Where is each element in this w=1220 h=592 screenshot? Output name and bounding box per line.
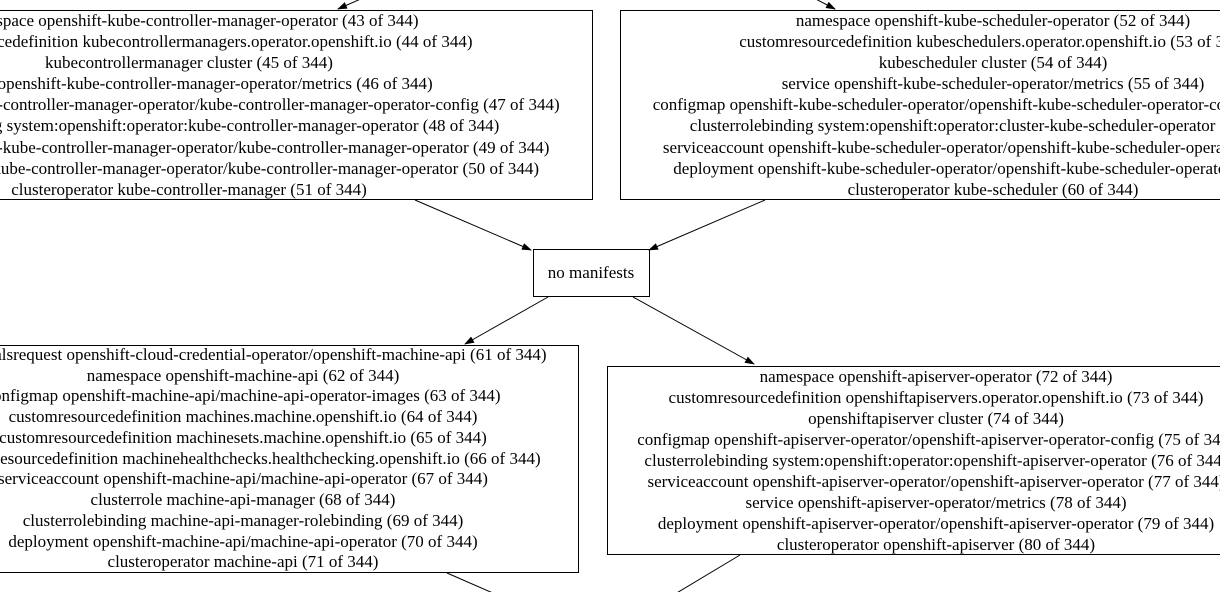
manifest-line: configmap openshift-apiserver-operator/o… [637,430,1220,449]
edge-machine-api-to-offscreen [446,572,492,592]
manifest-line: customresourcedefinition machinehealthch… [0,448,541,468]
node-kube-controller-manager-operator-box [0,10,593,200]
manifest-line: customresourcedefinition kubecontrollerm… [0,32,473,52]
edge-kube-scheduler-to-no-manifests [648,199,766,251]
manifest-line: clusterrole machine-api-manager (68 of 3… [90,490,396,510]
manifest-line: openshiftapiserver cluster (74 of 344) [808,409,1064,428]
manifest-line: service openshift-kube-controller-manage… [0,74,433,94]
edge-openshift-apiserver-to-offscreen [677,554,741,592]
manifest-line: customresourcedefinition kubeschedulers.… [739,32,1220,52]
manifest-line: configmap openshift-machine-api/machine-… [0,386,501,406]
edge-top-to-kube-controller-manager [337,0,360,10]
manifest-line: deployment openshift-kube-controller-man… [0,158,540,178]
manifest-line: service openshift-apiserver-operator/met… [745,493,1127,512]
node-machine-api-box [0,345,579,573]
manifest-line: deployment openshift-machine-api/machine… [8,531,478,551]
manifest-line: deployment openshift-apiserver-operator/… [657,514,1215,533]
manifest-line: credentialsrequest openshift-cloud-crede… [0,345,547,364]
manifest-line: namespace openshift-kube-scheduler-opera… [795,11,1191,30]
manifest-line: serviceaccount openshift-machine-api/mac… [0,469,488,489]
node-kube-scheduler-operator-box [620,10,1220,200]
edge-top-to-kube-scheduler [816,0,836,10]
manifest-line: serviceaccount openshift-kube-controller… [0,137,550,157]
manifest-line: serviceaccount openshift-kube-scheduler-… [662,137,1220,157]
manifest-line: namespace openshift-apiserver-operator (… [759,367,1113,386]
manifest-line: customresourcedefinition openshiftapiser… [668,388,1204,407]
manifest-line: serviceaccount openshift-apiserver-opera… [647,472,1220,491]
edge-no-manifests-to-openshift-apiserver [632,296,755,365]
manifest-line: clusteroperator kube-controller-manager … [11,179,367,199]
manifest-line: deployment openshift-kube-scheduler-oper… [673,158,1220,178]
manifest-line: configmap openshift-kube-scheduler-opera… [652,95,1220,115]
node-kube-controller-manager-operator-label: namespace openshift-kube-controller-mana… [0,10,560,200]
manifest-line: kubecontrollermanager cluster (45 of 344… [45,53,333,73]
node-kube-scheduler-operator-label: namespace openshift-kube-scheduler-opera… [653,10,1220,200]
manifest-line: kubescheduler cluster (54 of 344) [878,53,1108,73]
manifest-line: customresourcedefinition machinesets.mac… [0,427,487,447]
node-no-manifests-box [533,249,650,297]
manifest-line: clusterrolebinding system:openshift:oper… [0,116,500,136]
manifest-line: clusterrolebinding system:openshift:oper… [644,451,1220,470]
manifest-line: clusterrolebinding system:openshift:oper… [689,116,1220,136]
edge-kube-controller-manager-to-no-manifests [414,199,532,251]
node-no-manifests-label: no manifests [547,263,635,282]
node-openshift-apiserver-label: namespace openshift-apiserver-operator (… [637,366,1220,555]
manifest-line: customresourcedefinition machines.machin… [8,407,478,427]
manifest-line: configmap openshift-kube-controller-mana… [0,95,560,115]
manifest-line: clusterrolebinding machine-api-manager-r… [22,510,464,530]
manifest-line: namespace openshift-kube-controller-mana… [0,11,419,30]
edge-no-manifests-to-machine-api [464,296,549,345]
manifest-line: service openshift-kube-scheduler-operato… [781,74,1205,94]
manifest-line: clusteroperator openshift-apiserver (80 … [776,535,1096,554]
manifest-line: clusteroperator kube-scheduler (60 of 34… [847,179,1139,199]
manifest-line: clusteroperator machine-api (71 of 344) [107,552,379,572]
node-openshift-apiserver-box [607,366,1220,555]
manifest-line: namespace openshift-machine-api (62 of 3… [86,365,400,385]
node-machine-api-label: credentialsrequest openshift-cloud-crede… [0,345,547,573]
